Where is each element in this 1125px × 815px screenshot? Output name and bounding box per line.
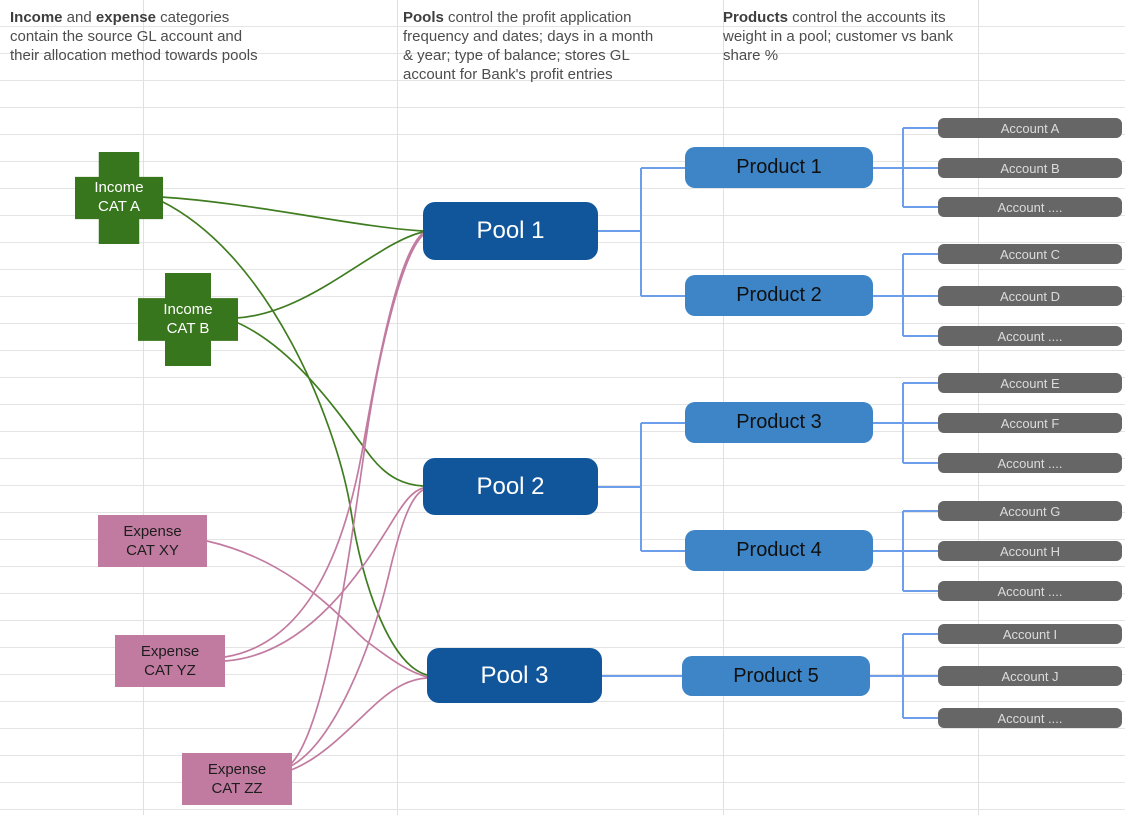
account-box[interactable]: Account G bbox=[938, 501, 1122, 521]
product-2-box[interactable]: Product 2 bbox=[685, 275, 873, 316]
expense-category-xy-box[interactable]: Expense CAT XY bbox=[98, 515, 207, 567]
account-box[interactable]: Account .... bbox=[938, 581, 1122, 601]
connector-line bbox=[598, 167, 685, 297]
account-box[interactable]: Account H bbox=[938, 541, 1122, 561]
account-box[interactable]: Account .... bbox=[938, 197, 1122, 217]
annotation-text: Income bbox=[10, 9, 63, 26]
annotation-pools: Pools control the profit application fre… bbox=[403, 8, 655, 84]
connector-line bbox=[870, 633, 938, 719]
pool-3-box[interactable]: Pool 3 bbox=[427, 648, 602, 703]
connector-line bbox=[598, 422, 685, 552]
annotation-products: Products control the accounts its weight… bbox=[723, 8, 989, 65]
account-box[interactable]: Account C bbox=[938, 244, 1122, 264]
connector-line bbox=[873, 127, 938, 208]
connector-line bbox=[873, 510, 938, 592]
pool-1-box[interactable]: Pool 1 bbox=[423, 202, 598, 260]
connector-line bbox=[224, 232, 424, 658]
connector-line bbox=[873, 253, 938, 337]
expense-category-yz-box[interactable]: Expense CAT YZ bbox=[115, 635, 225, 687]
annotation-text: and bbox=[62, 9, 96, 26]
annotation-text: Products bbox=[723, 9, 789, 26]
annotation-text: Pools bbox=[403, 9, 444, 26]
product-1-box[interactable]: Product 1 bbox=[685, 147, 873, 188]
connector-line bbox=[235, 321, 424, 487]
account-box[interactable]: Account .... bbox=[938, 708, 1122, 728]
account-box[interactable]: Account .... bbox=[938, 326, 1122, 346]
annotation-income-expense: Income and expense categories contain th… bbox=[10, 8, 272, 65]
expense-category-zz-box[interactable]: Expense CAT ZZ bbox=[182, 753, 292, 805]
account-box[interactable]: Account D bbox=[938, 286, 1122, 306]
annotation-text: expense bbox=[95, 9, 156, 26]
account-box[interactable]: Account F bbox=[938, 413, 1122, 433]
connector-line bbox=[235, 231, 424, 319]
connector-line bbox=[160, 200, 428, 676]
connector-line bbox=[873, 382, 938, 464]
account-box[interactable]: Account I bbox=[938, 624, 1122, 644]
account-box[interactable]: Account .... bbox=[938, 453, 1122, 473]
account-box[interactable]: Account A bbox=[938, 118, 1122, 138]
account-box[interactable]: Account J bbox=[938, 666, 1122, 686]
product-3-box[interactable]: Product 3 bbox=[685, 402, 873, 443]
product-5-box[interactable]: Product 5 bbox=[682, 656, 870, 696]
account-box[interactable]: Account E bbox=[938, 373, 1122, 393]
connector-line bbox=[206, 540, 428, 678]
product-4-box[interactable]: Product 4 bbox=[685, 530, 873, 571]
account-box[interactable]: Account B bbox=[938, 158, 1122, 178]
pool-2-box[interactable]: Pool 2 bbox=[423, 458, 598, 515]
